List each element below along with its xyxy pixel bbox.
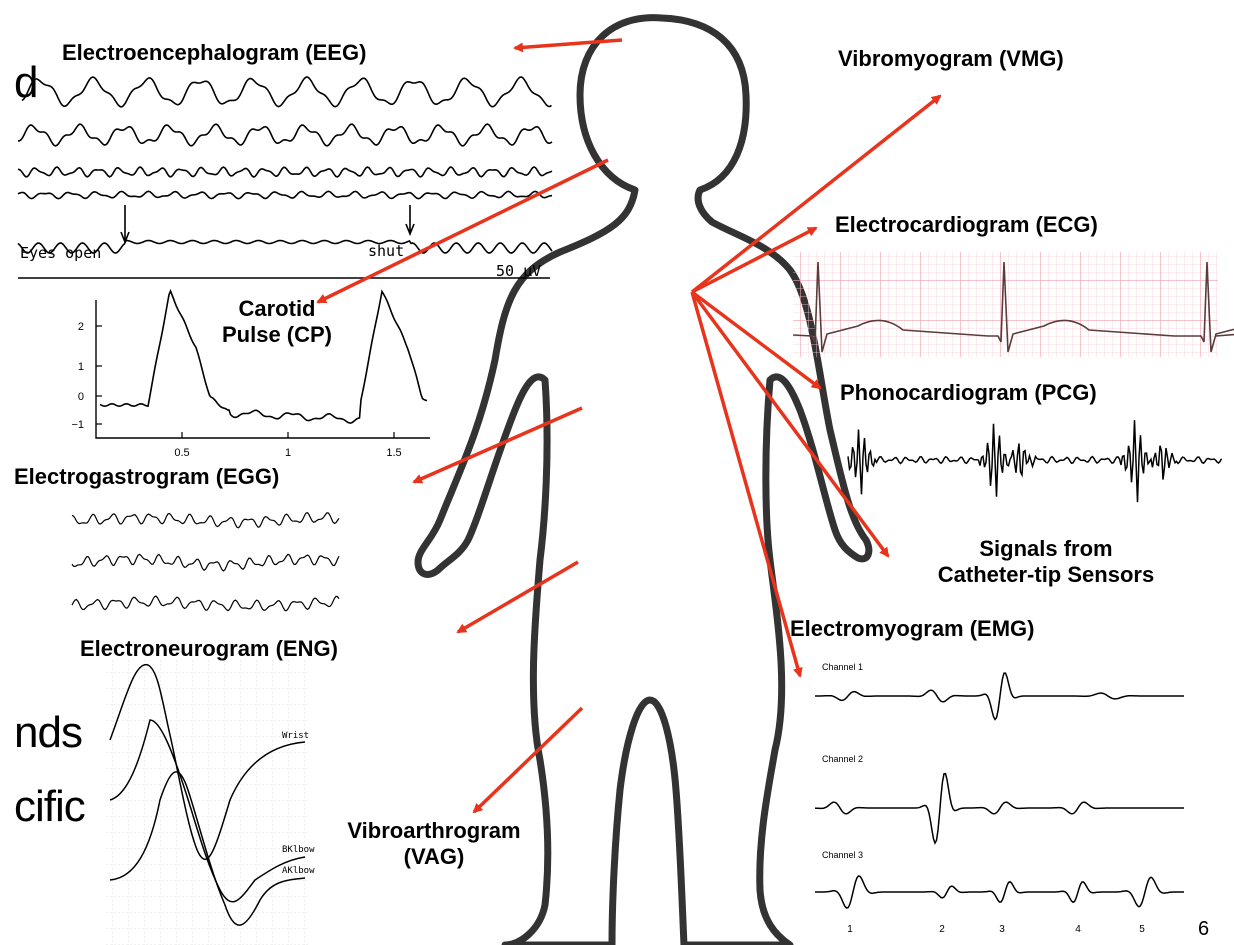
label-catheter: Signals from Catheter-tip Sensors — [886, 536, 1206, 589]
label-cp-line1: Carotid — [192, 296, 362, 322]
cp-ytick: 2 — [78, 321, 84, 333]
label-cp: Carotid Pulse (CP) — [192, 296, 362, 349]
egg-trace-3 — [72, 596, 339, 611]
emg-xtick: 5 — [1139, 924, 1145, 935]
emg-xtick: 1 — [847, 924, 853, 935]
emg-xtick: 3 — [999, 924, 1005, 935]
label-vag-line2: (VAG) — [308, 844, 560, 870]
emg-channel-2-label: Channel 2 — [822, 754, 863, 764]
cp-ytick: 0 — [78, 391, 84, 403]
label-pcg: Phonocardiogram (PCG) — [840, 380, 1097, 406]
eeg-eyes-open-label: Eyes open — [20, 244, 101, 262]
human-body-outline — [418, 18, 869, 945]
cp-xtick: 1.5 — [386, 447, 401, 459]
label-catheter-line2: Catheter-tip Sensors — [886, 562, 1206, 588]
emg-channel-3-trace — [815, 876, 1184, 908]
body-fragment-3: cific — [14, 782, 85, 832]
emg-channel-3-label: Channel 3 — [822, 850, 863, 860]
emg-plot: Channel 1 Channel 2 Channel 3 1 2 3 4 5 — [815, 662, 1184, 935]
egg-trace-2 — [72, 554, 339, 571]
label-emg: Electromyogram (EMG) — [790, 616, 1035, 642]
label-ecg: Electrocardiogram (ECG) — [835, 212, 1098, 238]
emg-xtick: 4 — [1075, 924, 1081, 935]
eeg-trace-1 — [22, 77, 552, 107]
cp-xtick: 1 — [285, 447, 291, 459]
label-vag-line1: Vibroarthrogram — [308, 818, 560, 844]
eeg-shut-label: shut — [368, 242, 404, 260]
egg-traces — [72, 513, 339, 611]
body-fragment-1: d — [14, 58, 37, 108]
eeg-arrow-open-icon — [121, 205, 129, 242]
eng-plot: Wrist BKlbow AKlbow — [105, 660, 315, 945]
egg-trace-1 — [72, 513, 339, 528]
pcg-trace — [848, 420, 1222, 502]
pcg-plot — [848, 420, 1222, 502]
emg-channel-1-trace — [815, 673, 1184, 719]
label-egg: Electrogastrogram (EGG) — [14, 464, 279, 490]
cp-ytick: 1 — [78, 361, 84, 373]
label-vag: Vibroarthrogram (VAG) — [308, 818, 560, 871]
body-fragment-2: nds — [14, 708, 82, 758]
eeg-scale-label: 50 µV — [496, 262, 541, 280]
eeg-trace-3 — [18, 167, 552, 177]
cp-ytick: −1 — [71, 419, 84, 431]
label-vmg: Vibromyogram (VMG) — [838, 46, 1064, 72]
emg-xtick: 2 — [939, 924, 945, 935]
eeg-arrow-shut-icon — [406, 205, 414, 234]
label-cp-line2: Pulse (CP) — [192, 322, 362, 348]
page-number: 6 — [1198, 918, 1209, 941]
label-catheter-line1: Signals from — [886, 536, 1206, 562]
emg-channel-1-label: Channel 1 — [822, 662, 863, 672]
emg-channel-2-trace — [815, 774, 1184, 844]
cp-xtick: 0.5 — [174, 447, 189, 459]
ecg-strip — [793, 252, 1234, 357]
eeg-trace-4 — [18, 191, 552, 198]
eeg-trace-2 — [18, 124, 552, 146]
eng-grid — [105, 660, 310, 945]
label-eeg: Electroencephalogram (EEG) — [62, 40, 366, 66]
label-eng: Electroneurogram (ENG) — [80, 636, 338, 662]
eng-label-wrist: Wrist — [282, 731, 309, 741]
